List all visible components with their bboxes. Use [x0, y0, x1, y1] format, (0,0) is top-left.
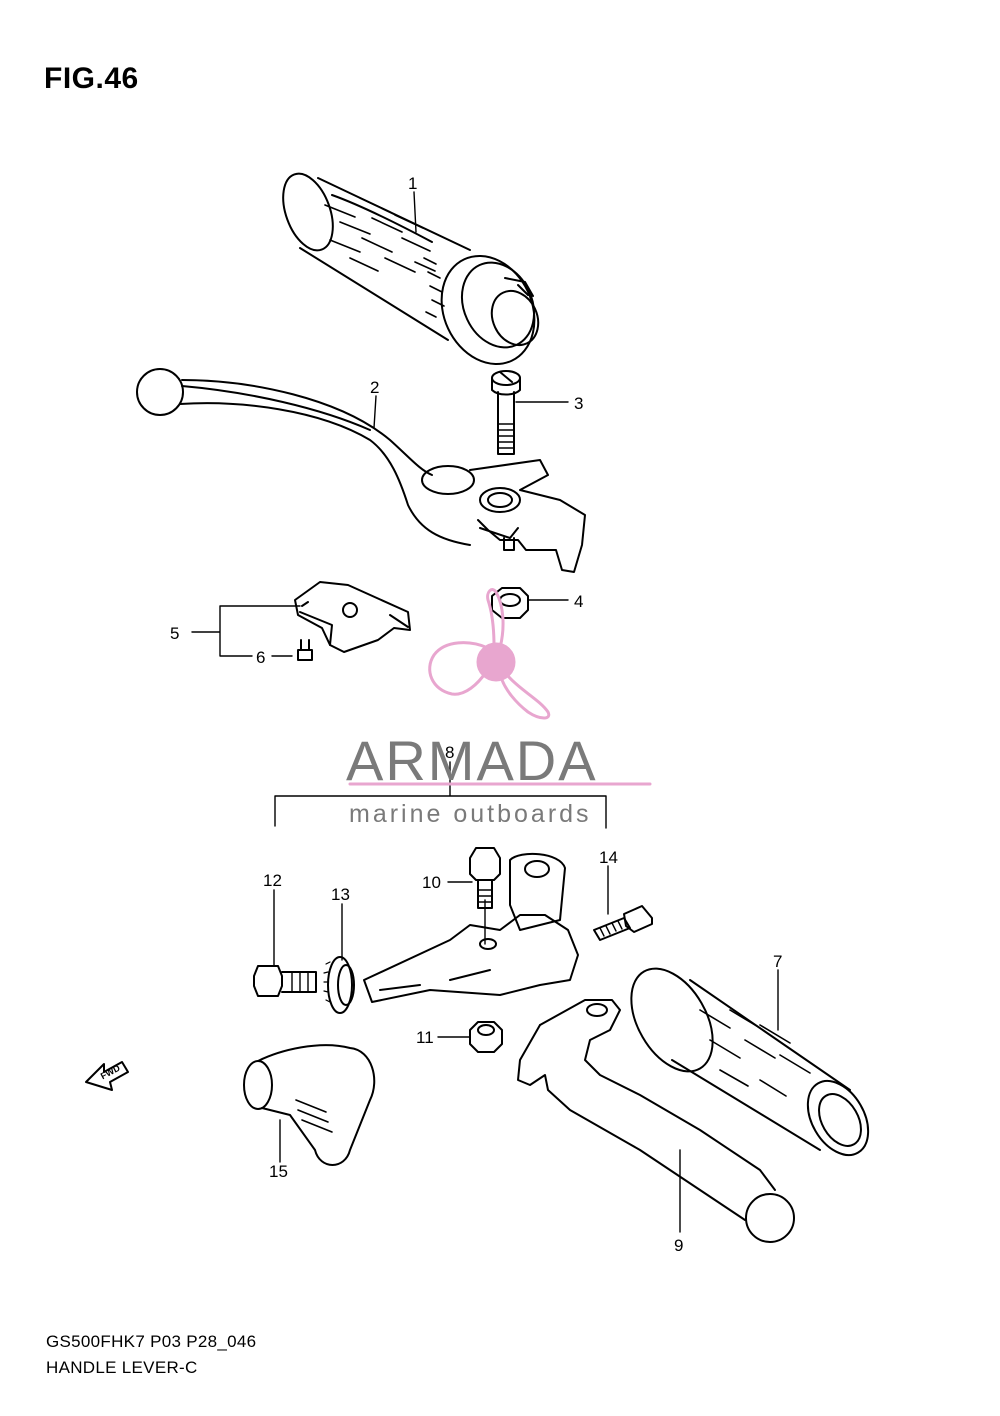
- callout-4: 4: [574, 592, 584, 611]
- callout-7: 7: [773, 952, 783, 971]
- watermark-brand: ARMADA: [346, 729, 598, 792]
- bolt-12: [253, 965, 317, 997]
- throttle-grip: [282, 172, 540, 366]
- brake-switch: [294, 581, 411, 661]
- callout-13: 13: [331, 885, 350, 904]
- pivot-bolt: [491, 370, 521, 455]
- callout-9: 9: [674, 1236, 684, 1255]
- callout-8: 8: [445, 743, 455, 762]
- fwd-arrow-icon: [85, 1061, 129, 1091]
- handlebar-grip-7: [630, 967, 870, 1156]
- callout-5: 5: [170, 624, 180, 643]
- leader-lines: [191, 191, 779, 1233]
- brake-lever: [136, 368, 586, 573]
- callout-2: 2: [370, 378, 380, 397]
- callout-12: 12: [263, 871, 282, 890]
- figure-code: GS500FHK7 P03 P28_046: [46, 1332, 257, 1351]
- lever-boot-15: [243, 1044, 376, 1166]
- clutch-lever-9: [517, 999, 795, 1243]
- screw-14: [593, 905, 653, 941]
- clutch-lever-holder: [363, 852, 579, 1003]
- holder-bolt-10: [469, 847, 501, 909]
- figure-name: HANDLE LEVER-C: [46, 1358, 198, 1377]
- callout-3: 3: [574, 394, 584, 413]
- watermark-propeller-icon: [428, 588, 551, 720]
- callout-14: 14: [599, 848, 618, 867]
- callout-11: 11: [416, 1028, 434, 1047]
- callout-10: 10: [422, 873, 441, 892]
- callout-15: 15: [269, 1162, 288, 1181]
- callout-6: 6: [256, 648, 266, 667]
- adjuster-wheel-13: [323, 956, 355, 1014]
- callout-1: 1: [408, 174, 418, 193]
- figure-title: FIG.46: [44, 62, 139, 95]
- watermark-tagline: marine outboards: [349, 800, 592, 828]
- holder-nut-11: [469, 1021, 503, 1053]
